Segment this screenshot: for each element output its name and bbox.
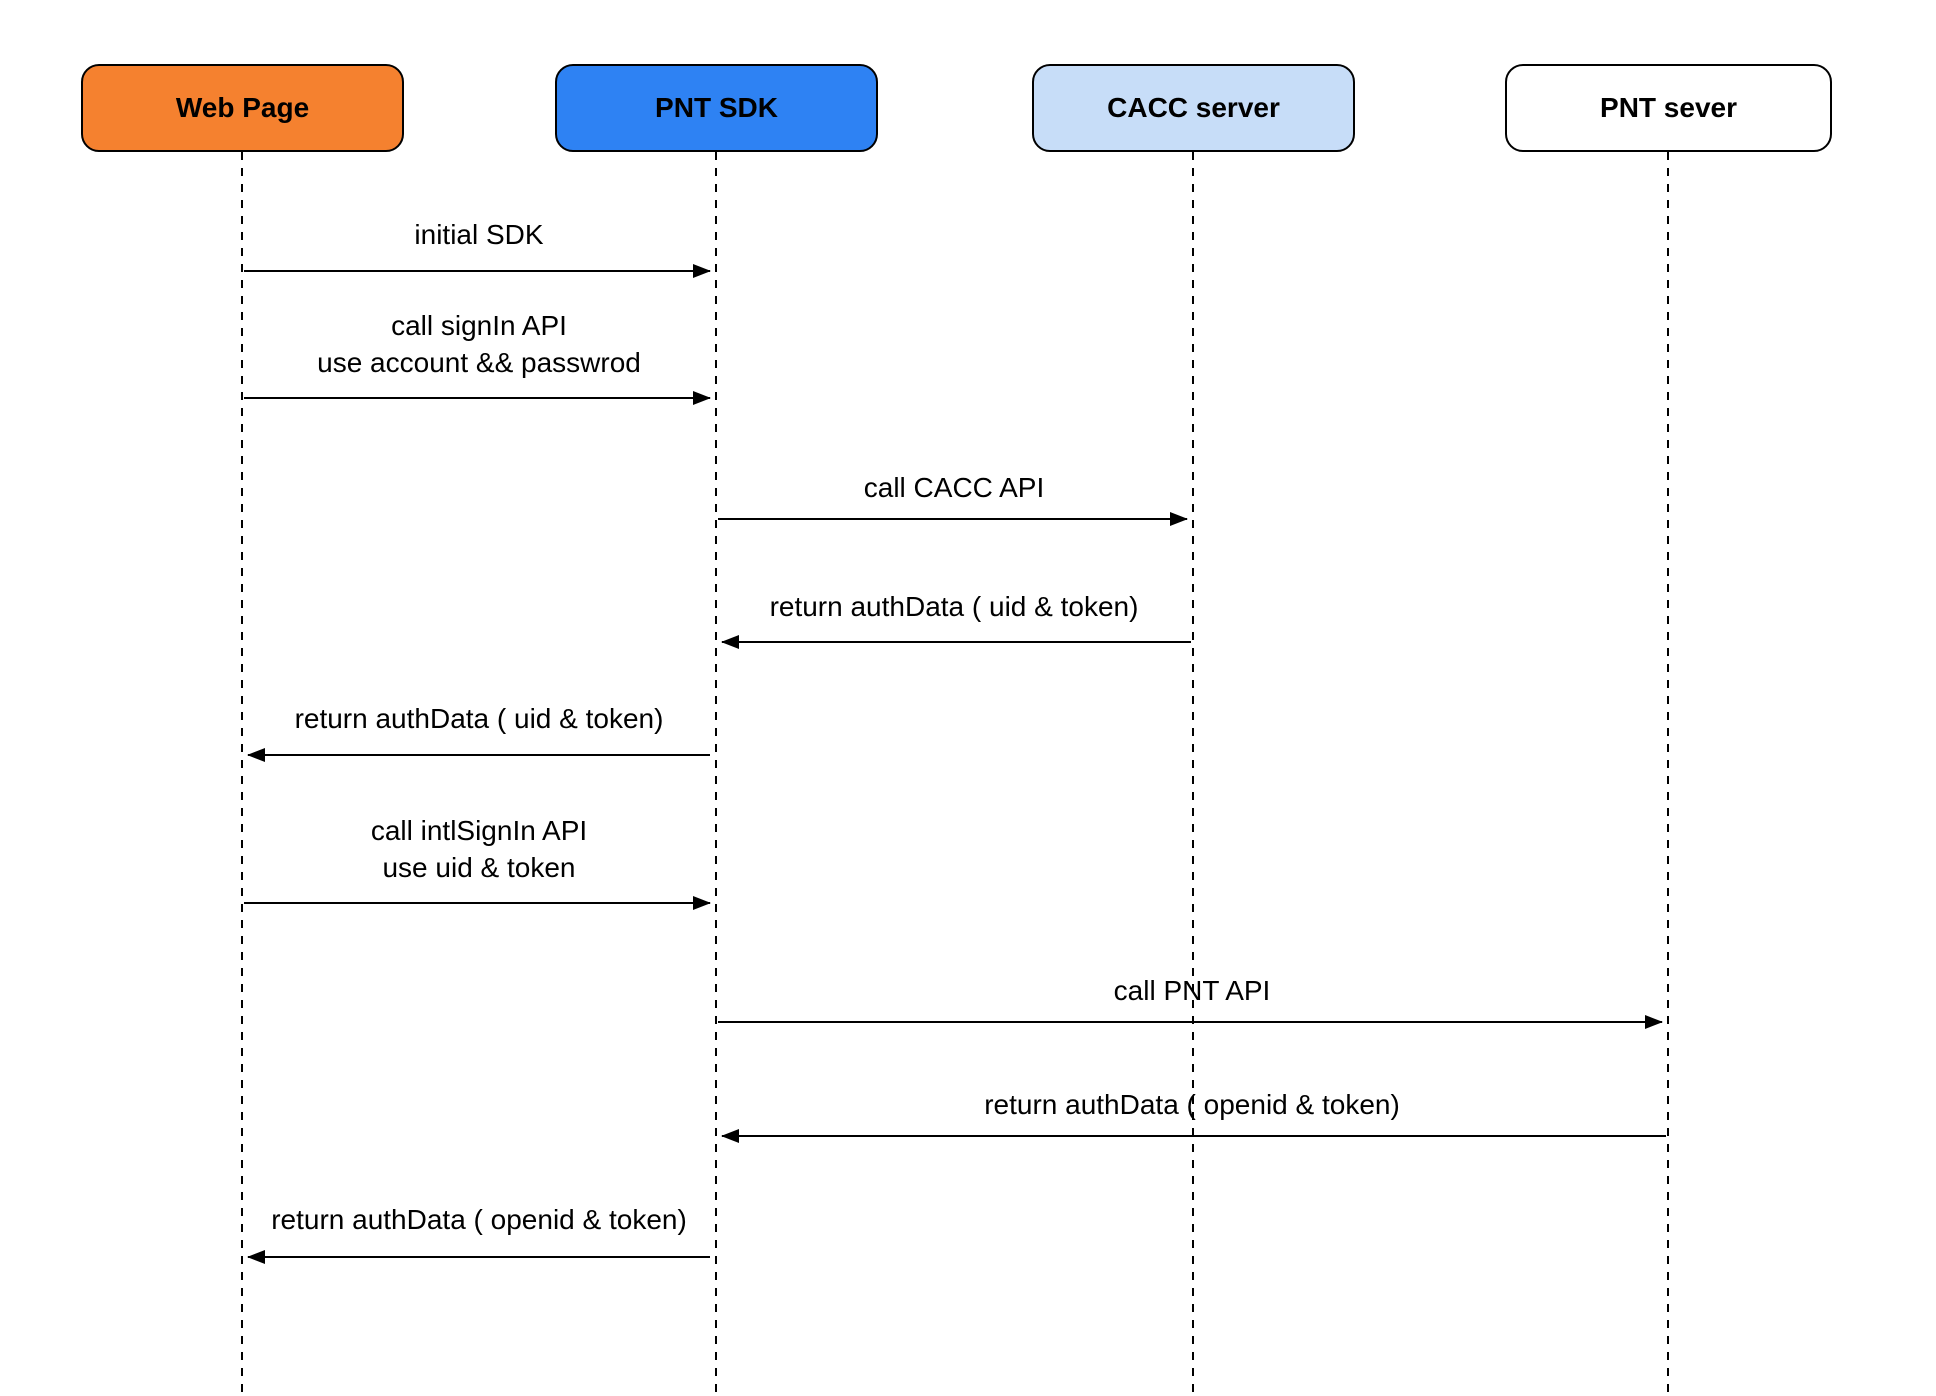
message-line: return authData ( uid & token)	[294, 703, 664, 734]
actor-box-web-page: Web Page	[81, 64, 404, 152]
message-line: call signIn API	[391, 310, 567, 341]
actor-label-pnt-sever: PNT sever	[1600, 92, 1737, 123]
message-line: return authData ( uid & token)	[769, 591, 1139, 622]
actor-label-pnt-sdk: PNT SDK	[655, 92, 778, 123]
message-line: initial SDK	[414, 219, 544, 250]
message-line: use uid & token	[382, 852, 576, 883]
message-label-call-signin-api: call signIn API use account && passwrod	[79, 307, 879, 381]
message-label-return-authdata-openid-1: return authData ( openid & token)	[792, 1086, 1592, 1123]
message-line: return authData ( openid & token)	[984, 1089, 1400, 1120]
actor-label-web-page: Web Page	[175, 92, 310, 123]
message-line: use account && passwrod	[317, 347, 641, 378]
message-label-return-authdata-uid-1: return authData ( uid & token)	[554, 588, 1354, 625]
actor-label-cacc-server: CACC server	[1107, 92, 1280, 123]
actor-box-pnt-sdk: PNT SDK	[555, 64, 878, 152]
message-label-call-pnt-api: call PNT API	[792, 972, 1592, 1009]
message-label-return-authdata-openid-2: return authData ( openid & token)	[79, 1201, 879, 1238]
actor-box-pnt-sever: PNT sever	[1505, 64, 1832, 152]
message-label-initial-sdk: initial SDK	[79, 216, 879, 253]
message-label-call-intlsignin-api: call intlSignIn API use uid & token	[79, 812, 879, 886]
message-label-call-cacc-api: call CACC API	[554, 469, 1354, 506]
message-line: return authData ( openid & token)	[271, 1204, 687, 1235]
message-line: call intlSignIn API	[370, 815, 588, 846]
message-label-return-authdata-uid-2: return authData ( uid & token)	[79, 700, 879, 737]
actor-box-cacc-server: CACC server	[1032, 64, 1355, 152]
message-line: call CACC API	[863, 472, 1045, 503]
message-line: call PNT API	[1113, 975, 1271, 1006]
